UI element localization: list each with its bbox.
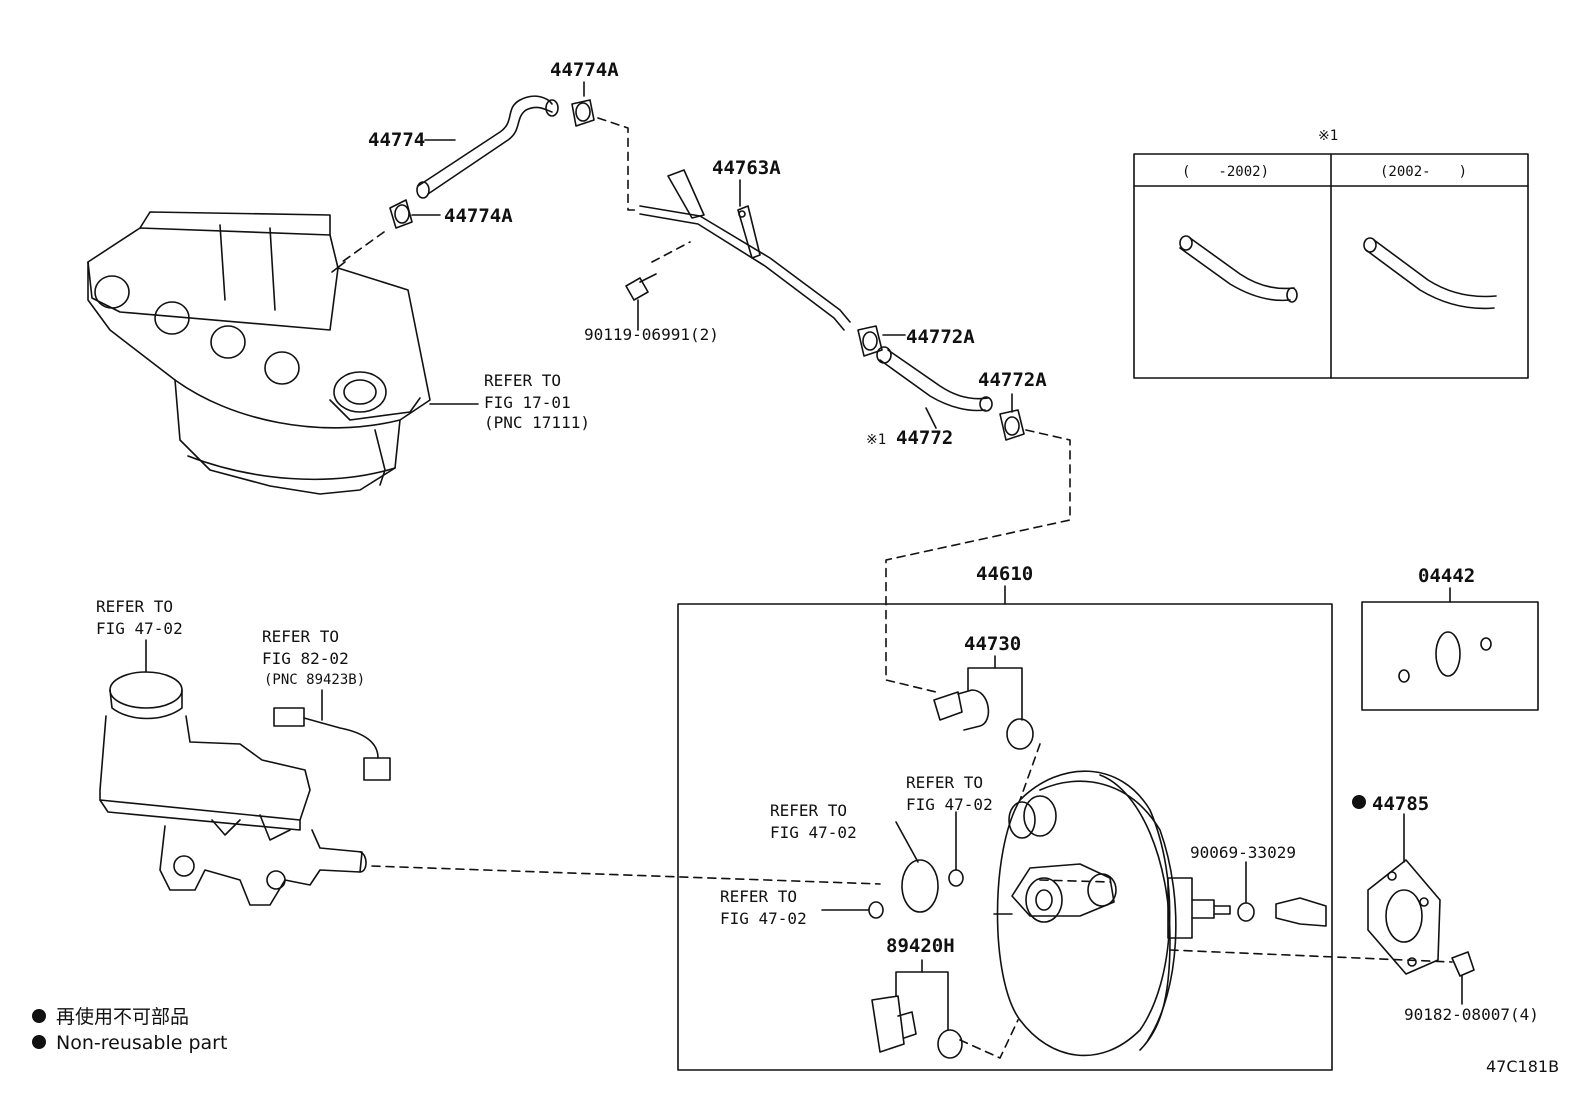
legend-jp: 再使用不可部品: [56, 1006, 189, 1028]
ref-seal-line2: FIG 47-02: [906, 795, 993, 814]
vacuum-sensor-89420H-drawing: [871, 959, 963, 1059]
label-44772A-a: 44772A: [906, 326, 975, 348]
label-44730: 44730: [964, 633, 1021, 655]
ref-pin-line1: REFER TO: [720, 887, 797, 906]
label-90182: 90182-08007(4): [1404, 1005, 1539, 1024]
legend-en: Non-reusable part: [56, 1032, 227, 1054]
intake-manifold-drawing: [87, 211, 431, 495]
label-44774A-low: 44774A: [444, 205, 513, 227]
inset-variants-box: [1133, 153, 1529, 379]
vacuum-hose-44772-drawing: [857, 325, 1025, 441]
label-89420H: 89420H: [886, 935, 955, 957]
inset-mark: ※1: [1318, 128, 1338, 144]
label-44772A-b: 44772A: [978, 369, 1047, 391]
ref-reservoir-line2: FIG 47-02: [96, 619, 183, 638]
ref-pin-line2: FIG 47-02: [720, 909, 807, 928]
label-90119: 90119-06991(2): [584, 325, 719, 344]
part-labels: 44774A 44774 44774A 44763A 90119-06991(2…: [56, 59, 1559, 1076]
vacuum-hose-44774-drawing: [389, 95, 595, 229]
figure-code: 47C181B: [1486, 1057, 1559, 1076]
sensor-connector-drawing: [273, 689, 391, 781]
ref-reservoir-line1: REFER TO: [96, 597, 173, 616]
gasket-44785-drawing: [1367, 813, 1475, 1005]
inset-col1-header: ( -2002): [1182, 164, 1269, 180]
legend-bullet-icon: [32, 1009, 46, 1023]
ref-sensor-line3: (PNC 89423B): [264, 672, 365, 688]
ref-oring-line2: FIG 47-02: [770, 823, 857, 842]
non-reusable-mark-icon: [1352, 795, 1366, 809]
legend-bullet-icon: [32, 1035, 46, 1049]
label-90069: 90069-33029: [1190, 843, 1296, 862]
kit-04442-box: [1361, 601, 1539, 711]
inset-col2-header: (2002- ): [1380, 164, 1467, 180]
ref-sensor-line1: REFER TO: [262, 627, 339, 646]
dashed-connection-lines: [341, 117, 1453, 1059]
ref-seal-line1: REFER TO: [906, 773, 983, 792]
pin-drawing: [868, 901, 884, 919]
ref-manifold-line3: (PNC 17111): [484, 413, 590, 432]
check-valve-44730-drawing: [933, 655, 1034, 750]
ref-oring-line1: REFER TO: [770, 801, 847, 820]
ref-manifold-line1: REFER TO: [484, 371, 561, 390]
label-44763A: 44763A: [712, 157, 781, 179]
label-44772: 44772: [896, 427, 953, 449]
label-44610: 44610: [976, 563, 1033, 585]
ref-sensor-line2: FIG 82-02: [262, 649, 349, 668]
label-44772-mark: ※1: [866, 432, 886, 448]
label-44774: 44774: [368, 129, 425, 151]
vacuum-pipe-44763A-drawing: [625, 169, 851, 331]
brake-booster-drawing: [993, 770, 1327, 1057]
master-cylinder-drawing: [99, 639, 367, 906]
ref-manifold-line2: FIG 17-01: [484, 393, 571, 412]
o-ring-drawing: [901, 859, 939, 913]
label-04442: 04442: [1418, 565, 1475, 587]
seal-drawing: [948, 869, 964, 887]
label-44785: 44785: [1372, 793, 1429, 815]
label-44774A-top: 44774A: [550, 59, 619, 81]
